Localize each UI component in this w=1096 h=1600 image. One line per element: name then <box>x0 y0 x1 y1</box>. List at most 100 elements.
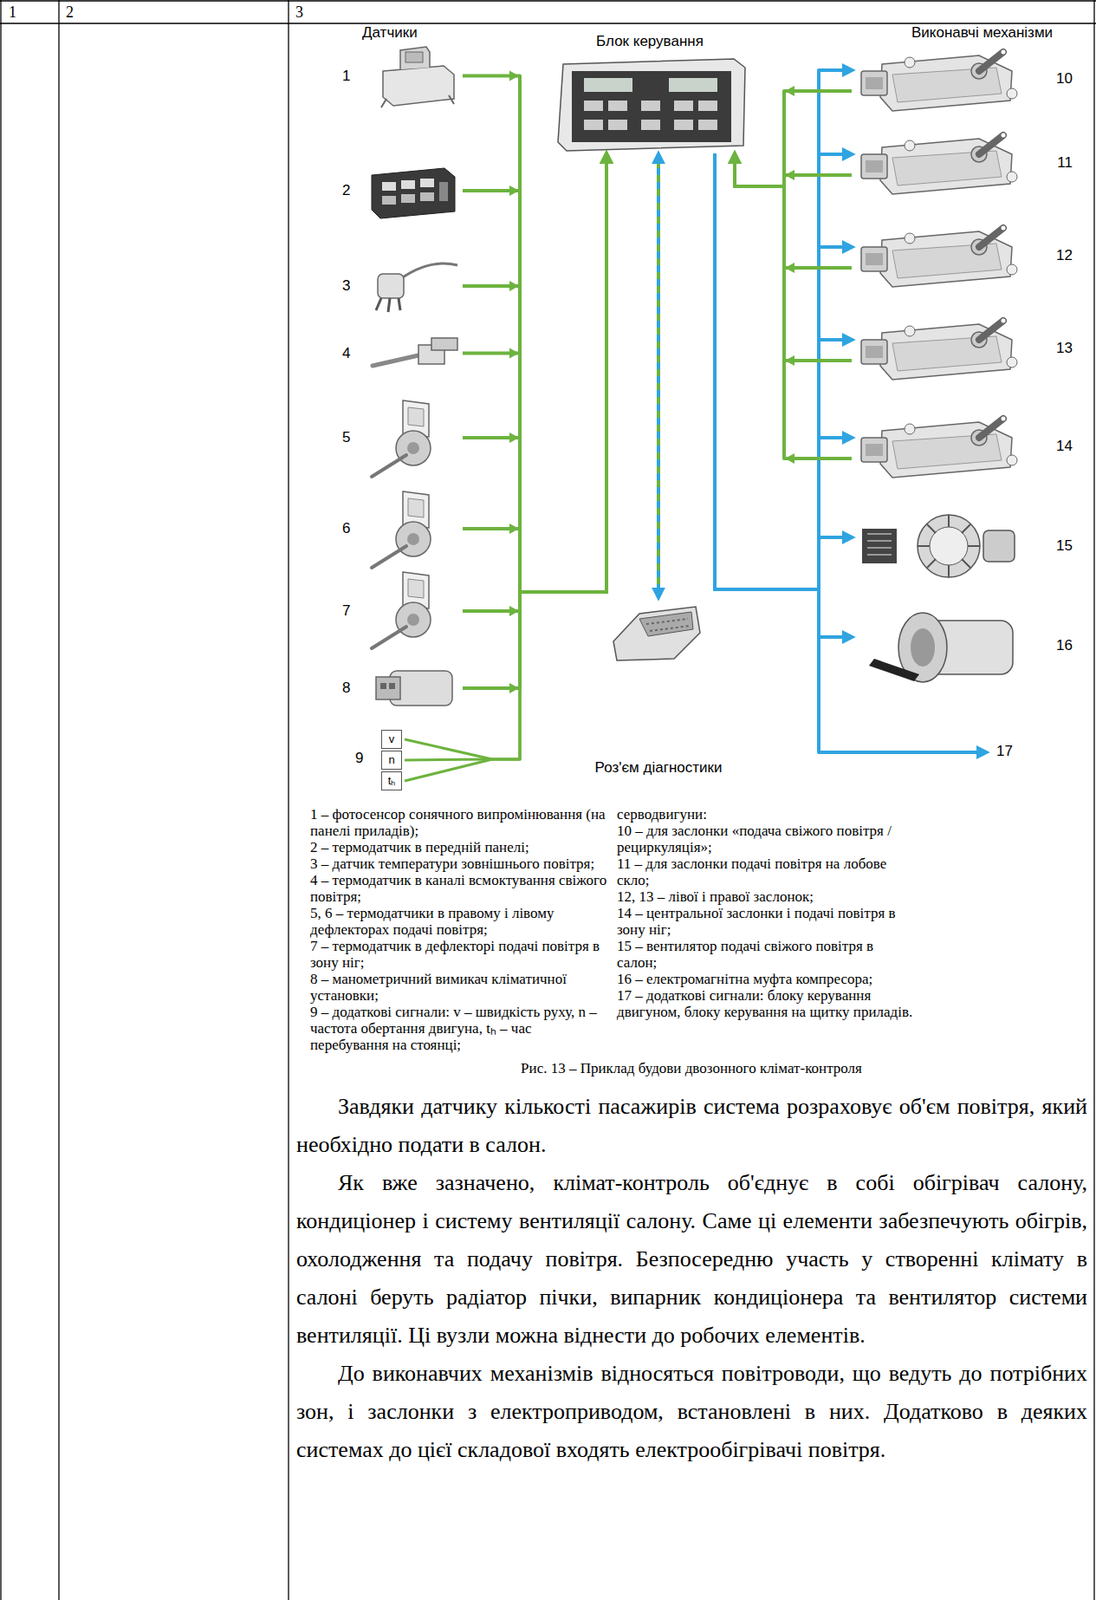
signal-connector <box>658 154 660 597</box>
caption-column: 1 – фотосенсор сонячного випромінювання … <box>310 805 614 1053</box>
callout-number: 7 <box>342 602 351 620</box>
legend-item: 5, 6 – термодатчики в правому і лівому д… <box>310 904 614 938</box>
connector-line <box>462 154 607 611</box>
callout-number: 5 <box>342 428 351 447</box>
signal-connector <box>404 154 607 781</box>
signal-connector <box>462 71 607 593</box>
signal-connector <box>714 70 852 590</box>
connector-line <box>734 90 852 187</box>
actuator-callout: 16 <box>853 606 1084 685</box>
footwell-temperature-sensor <box>371 571 431 649</box>
callout-number: 12 <box>1056 246 1073 265</box>
signal-connector <box>462 154 607 617</box>
connector-line <box>462 154 607 592</box>
panel-sensor <box>371 168 455 219</box>
actuator-callout: 10 <box>853 45 1084 113</box>
sensor-callout: 3 <box>342 259 460 312</box>
paragraph: Як вже зазначено, клімат-контроль об'єдн… <box>296 1163 1088 1355</box>
connector-line <box>734 154 852 459</box>
unit-heading: Блок керування <box>596 32 704 51</box>
pressure-switch <box>376 670 453 706</box>
callout-number: 2 <box>342 181 351 200</box>
extra-signal-arrow <box>818 589 986 753</box>
callout-number: 3 <box>342 277 351 295</box>
actuator-callout: 13 <box>853 313 1084 383</box>
callout-number: 10 <box>1056 70 1073 88</box>
signal-connector <box>462 154 607 694</box>
connector-line <box>714 153 852 637</box>
table-header-cell: 1 <box>8 3 17 21</box>
signal-connector <box>734 154 852 187</box>
signal-connector <box>714 153 852 590</box>
duct-temperature-sensor <box>372 337 458 366</box>
sensor-callout: 2 <box>342 155 460 226</box>
callout-number: 17 <box>996 742 1013 760</box>
paragraph: Завдяки датчику кількості пасажирів сист… <box>296 1087 1088 1164</box>
group-heading: Виконавчі механізми <box>911 24 1053 42</box>
callout-number: 6 <box>342 519 351 538</box>
connector-line <box>462 154 607 592</box>
diagnostic-connector: Роз'єм діагностики <box>580 597 737 777</box>
signal-connector <box>734 154 852 464</box>
legend-item: 15 – вентилятор подачі свіжого повітря в… <box>616 937 916 971</box>
connector-line <box>734 154 852 268</box>
legend-item: 3 – датчик температури зовнішнього повіт… <box>310 855 614 872</box>
signal-connector <box>462 154 607 592</box>
legend-item: 7 – термодатчик в дефлекторі подачі пові… <box>310 937 614 971</box>
signal-box: tₕ <box>381 771 403 791</box>
signal-connector <box>714 153 852 590</box>
connector-line <box>462 154 607 592</box>
signal-connector <box>462 154 607 592</box>
arrow-head <box>509 605 519 617</box>
figure-caption: Рис. 13 – Приклад будови двозонного клім… <box>288 1059 1095 1077</box>
compressor-clutch <box>869 612 1013 682</box>
arrow-head <box>509 71 519 82</box>
legend-item: 17 – додаткові сигнали: блоку керування … <box>616 986 916 1020</box>
arrow-head <box>784 262 795 273</box>
callout-number: 15 <box>1056 537 1073 555</box>
arrow-head <box>784 169 795 181</box>
actuator-callout: 11 <box>853 128 1084 198</box>
actuator-callout: 14 <box>853 407 1084 486</box>
actuator-callout: 15 <box>853 511 1084 581</box>
servo-motor <box>861 133 1018 195</box>
arrow-head <box>509 348 519 359</box>
legend-item: серводвигуни: <box>616 805 916 823</box>
signal-name: n <box>388 752 395 767</box>
callout-number: 8 <box>342 679 351 697</box>
actuator-callout: 12 <box>853 220 1084 291</box>
connector-line <box>714 153 852 590</box>
callout-number: 4 <box>342 344 351 363</box>
caption-column: серводвигуни:10 – для заслонки «подача с… <box>616 805 916 1020</box>
connector-line <box>462 154 607 592</box>
callout-number: 14 <box>1056 437 1073 455</box>
connector-line <box>714 153 852 590</box>
callout-number: 16 <box>1056 636 1073 655</box>
legend-item: 14 – центральної заслонки і подачі повіт… <box>616 904 916 938</box>
servo-motor <box>861 226 1018 288</box>
legend-item: 10 – для заслонки «подача свіжого повітр… <box>616 822 916 856</box>
connector-line <box>462 76 607 593</box>
signal-connector <box>714 153 852 590</box>
callout-number: 9 <box>355 749 364 767</box>
signal-connector <box>404 154 607 759</box>
sensor-callout: 4 <box>342 333 460 373</box>
sensor-callout: 6 <box>342 489 460 568</box>
arrow-head <box>784 355 795 366</box>
sensor-callout: 7 <box>342 576 460 646</box>
connector-line <box>404 154 607 760</box>
legend-item: 9 – додаткові сигнали: v – швидкість рух… <box>310 1003 614 1053</box>
connector-label: Роз'єм діагностики <box>595 758 723 777</box>
photo-sensor <box>381 46 454 108</box>
servo-motor <box>861 50 1018 112</box>
signal-connector <box>714 153 852 590</box>
outside-temperature-sensor <box>376 263 458 312</box>
legend-item: 8 – манометричний вимикач кліматичної ус… <box>310 970 614 1004</box>
arrow-head <box>509 523 519 534</box>
legend-item: 11 – для заслонки подачі повітря на лобо… <box>616 855 916 889</box>
arrow-head <box>784 453 795 464</box>
arrow-head <box>509 682 519 694</box>
